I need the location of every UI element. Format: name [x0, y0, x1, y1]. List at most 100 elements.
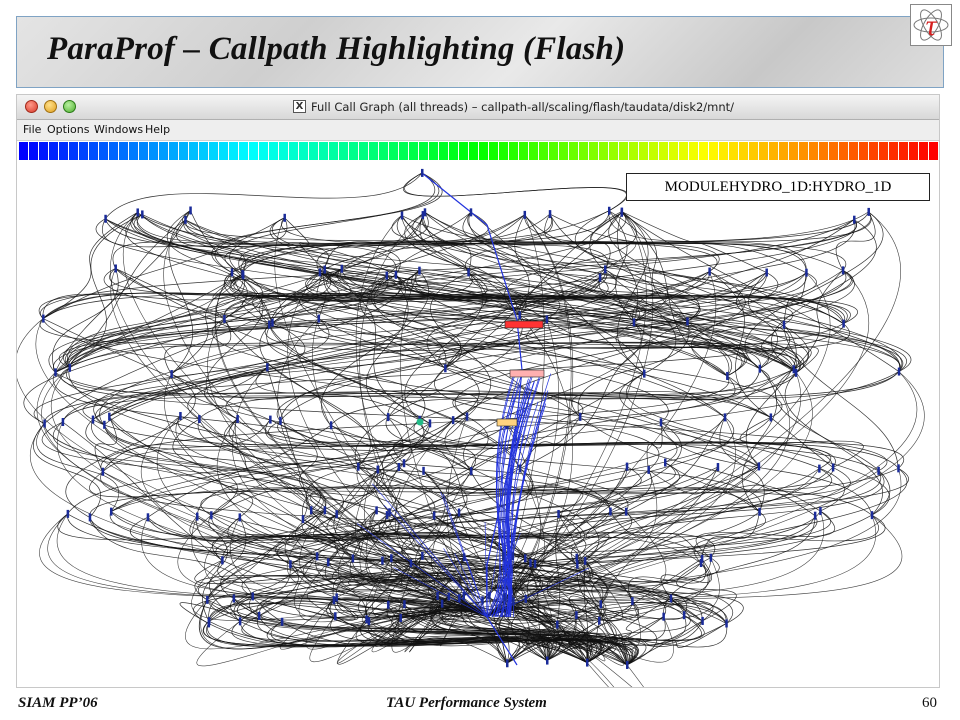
call-node [394, 270, 398, 279]
call-node [583, 556, 587, 565]
call-graph-window: X Full Call Graph (all threads) – callpa… [16, 94, 940, 688]
call-edge [326, 513, 587, 559]
call-node [524, 594, 528, 603]
minimize-icon[interactable] [44, 100, 57, 113]
call-node [458, 594, 461, 603]
call-node [422, 466, 425, 475]
call-edge [365, 275, 409, 418]
call-edge [486, 611, 644, 687]
call-node [184, 215, 187, 224]
color-scale-segment [729, 142, 738, 160]
call-node [465, 412, 469, 421]
call-edge [41, 421, 324, 520]
call-node [708, 267, 711, 276]
call-node [335, 593, 338, 602]
menu-options[interactable]: Options [47, 123, 90, 136]
call-edge [164, 318, 232, 375]
call-node [101, 467, 105, 476]
node-tooltip: MODULEHYDRO_1D:HYDRO_1D [626, 173, 930, 201]
maximize-icon[interactable] [63, 100, 76, 113]
call-node [54, 368, 57, 377]
call-edge [360, 510, 542, 600]
menu-help[interactable]: Help [145, 123, 171, 136]
call-node [818, 464, 821, 473]
highlighted-callpath [486, 567, 589, 618]
color-scale-segment [159, 142, 168, 160]
call-node [268, 320, 271, 329]
call-edge [433, 515, 703, 622]
call-node [576, 560, 579, 569]
call-edge [47, 513, 488, 618]
close-icon[interactable] [25, 100, 38, 113]
color-scale-segment [529, 142, 538, 160]
color-scale-segment [379, 142, 388, 160]
menu-file[interactable]: File [23, 123, 42, 136]
call-edge [176, 219, 329, 273]
call-node [506, 659, 509, 668]
highlighted-callpath [484, 522, 488, 618]
call-edge [171, 272, 807, 375]
slide-footer: SIAM PP’06 TAU Performance System 60 [0, 692, 960, 720]
window-titlebar[interactable]: X Full Call Graph (all threads) – callpa… [17, 95, 939, 120]
color-scale-segment [479, 142, 488, 160]
call-edge [486, 601, 593, 651]
call-edge [69, 323, 844, 369]
call-edge [115, 268, 430, 424]
color-scale-segment [779, 142, 788, 160]
call-node [238, 617, 242, 626]
call-edge [102, 419, 271, 472]
call-node [877, 466, 880, 475]
highlighted-callpath [488, 394, 531, 618]
call-edge [224, 212, 489, 275]
color-scale-segment [149, 142, 158, 160]
call-node [269, 415, 272, 424]
call-edge [374, 596, 488, 647]
call-edge [632, 219, 856, 323]
tau-logo: τ [910, 4, 952, 46]
highlighted-callpath [507, 376, 532, 618]
call-edge [233, 275, 794, 325]
call-node [289, 560, 292, 569]
call-edge [305, 272, 858, 324]
call-edge [53, 269, 608, 373]
call-edge [586, 620, 703, 663]
call-graph-canvas[interactable] [17, 165, 940, 688]
call-edge [355, 215, 488, 618]
call-edge [89, 517, 253, 597]
call-edge [91, 419, 327, 511]
call-node [512, 597, 515, 606]
call-node [421, 168, 424, 177]
call-edge [378, 514, 609, 605]
color-scale-segment [339, 142, 348, 160]
call-edge [387, 466, 401, 513]
call-node [511, 552, 515, 561]
call-node [488, 591, 491, 600]
call-node [421, 551, 424, 560]
call-edge [268, 275, 387, 325]
call-edge [470, 212, 645, 374]
call-node [586, 658, 589, 667]
menu-windows[interactable]: Windows [94, 123, 144, 136]
call-edge [210, 419, 454, 516]
highlighted-callpath [443, 548, 488, 618]
call-edge [576, 466, 759, 559]
call-edge [486, 514, 903, 618]
call-edge [403, 372, 797, 464]
call-node [388, 508, 391, 517]
call-edge [92, 419, 879, 472]
color-scale-segment [879, 142, 888, 160]
call-node [251, 592, 254, 601]
highlighted-callpath [508, 376, 540, 618]
call-edge [835, 211, 876, 271]
color-scale-segment [419, 142, 428, 160]
call-edge [414, 270, 904, 372]
call-node [686, 317, 689, 326]
call-edge [384, 512, 715, 558]
call-node [523, 554, 527, 563]
call-edge [316, 213, 553, 273]
call-edge [48, 269, 332, 373]
color-scale-segment [569, 142, 578, 160]
color-scale-segment [539, 142, 548, 160]
call-node [603, 265, 607, 274]
color-scale-segment [39, 142, 48, 160]
